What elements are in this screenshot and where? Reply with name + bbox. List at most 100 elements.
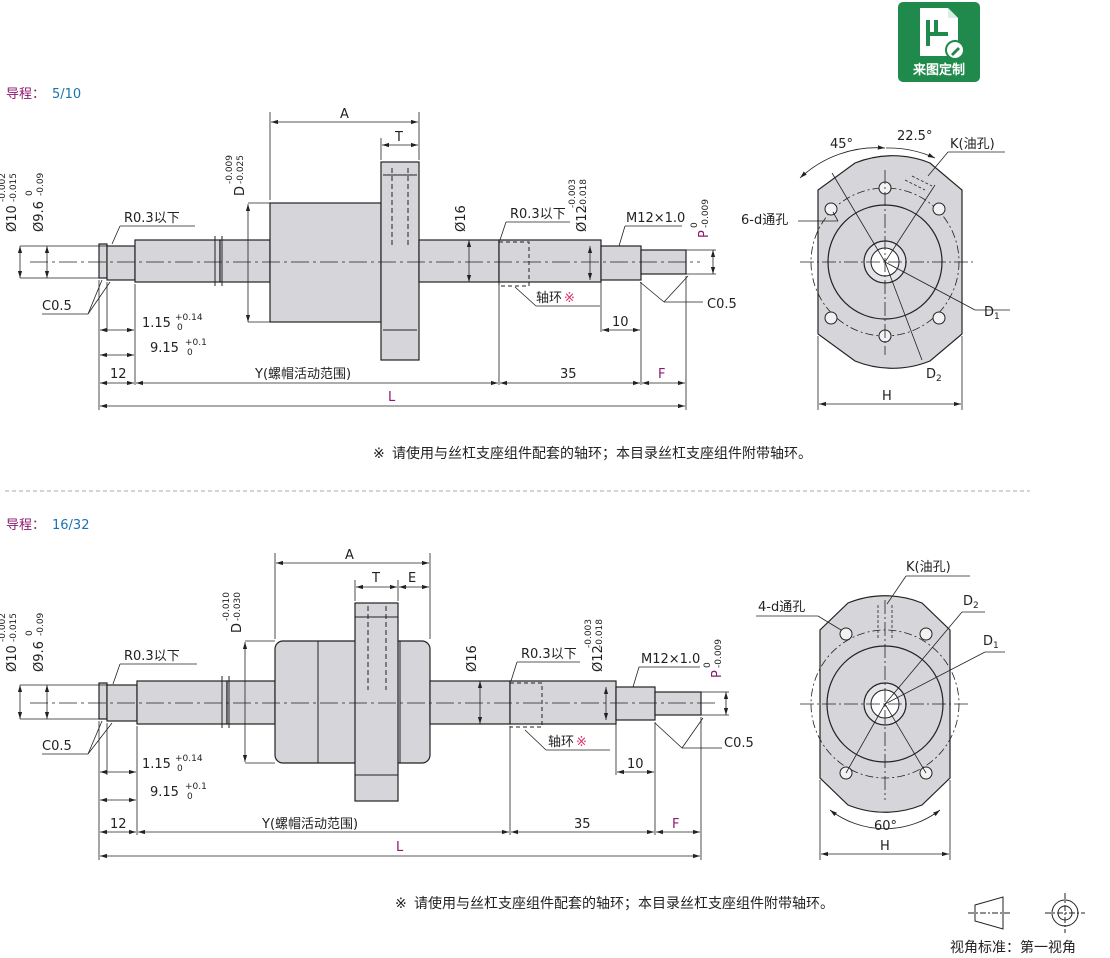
shaft-right — [498, 239, 602, 283]
projection-label: 视角标准：第一视角 — [950, 939, 1076, 956]
svg-text:-0.009: -0.009 — [714, 639, 724, 668]
svg-text:0: 0 — [187, 348, 193, 358]
label-D1: D1 — [983, 634, 999, 651]
dim-9-15: 9.15 — [150, 341, 179, 356]
dim-1-15: 1.15 — [142, 757, 171, 772]
svg-text:0: 0 — [177, 323, 183, 333]
svg-text:※: ※ — [564, 291, 575, 306]
svg-text:-0.015: -0.015 — [9, 613, 19, 642]
svg-text:0: 0 — [187, 792, 193, 802]
dim-r03-right: R0.3以下 — [510, 207, 566, 222]
dim-35: 35 — [560, 367, 577, 382]
side-view-2: K(油孔) 4-d通孔 D2 D1 60° H — [756, 560, 1005, 860]
lead-label-1: 导程： — [6, 87, 45, 102]
dim-D: D — [230, 623, 245, 633]
collar-label: 轴环 — [548, 735, 574, 750]
svg-text:0: 0 — [690, 222, 700, 228]
dim-L: L — [396, 840, 404, 855]
section-1: 导程： 5/10 — [0, 87, 1010, 462]
nut-flange — [380, 161, 420, 361]
svg-text:-0.003: -0.003 — [584, 619, 594, 648]
svg-text:+0.1: +0.1 — [185, 782, 207, 792]
dim-Y: Y(螺帽活动范围) — [254, 366, 351, 382]
dim-H: H — [880, 839, 890, 854]
svg-text:0: 0 — [703, 662, 713, 668]
custom-drawing-badge[interactable]: 来图定制 — [898, 2, 980, 82]
dim-P: P — [697, 230, 712, 238]
svg-text:0: 0 — [25, 630, 35, 636]
svg-text:+0.14: +0.14 — [175, 754, 203, 764]
svg-text:+0.1: +0.1 — [185, 338, 207, 348]
dim-d96: Ø9.6 — [32, 641, 47, 672]
angle-22-5: 22.5° — [897, 129, 932, 144]
custom-drawing-icon — [920, 8, 965, 60]
svg-text:-0.030: -0.030 — [233, 592, 243, 621]
svg-text:-0.09: -0.09 — [36, 612, 46, 636]
front-view-1 — [98, 161, 687, 361]
svg-text:※: ※ — [373, 446, 385, 462]
dim-d10: Ø10 — [5, 205, 20, 232]
shaft-end-small — [106, 245, 136, 281]
shaft-left-2 — [226, 680, 276, 725]
svg-text:-0.018: -0.018 — [595, 619, 605, 648]
shaft-mid — [418, 239, 500, 283]
angle-60: 60° — [874, 819, 897, 834]
shaft-left — [136, 680, 228, 725]
shaft-bearing — [600, 245, 642, 281]
oil-hole-K: K(油孔) — [950, 137, 995, 152]
dim-9-15: 9.15 — [150, 785, 179, 800]
dim-12: 12 — [110, 367, 127, 382]
nut-body — [274, 640, 431, 764]
label-D2: D2 — [963, 594, 979, 611]
dim-L: L — [388, 390, 396, 405]
svg-text:-0.015: -0.015 — [9, 173, 19, 202]
shaft-bearing — [615, 686, 656, 721]
dim-m12: M12×1.0 — [626, 211, 685, 226]
front-view-2 — [98, 602, 702, 802]
svg-text:0: 0 — [177, 764, 183, 774]
svg-text:-0.018: -0.018 — [579, 179, 589, 208]
dim-d16: Ø16 — [454, 205, 469, 232]
dim-F: F — [672, 817, 679, 832]
note-2: 请使用与丝杠支座组件配套的轴环；本目录丝杠支座组件附带轴环。 — [414, 895, 834, 912]
shaft-right — [509, 680, 617, 725]
shaft-left-2 — [219, 239, 271, 283]
dim-c05-left: C0.5 — [42, 739, 72, 754]
through-holes-4: 4-d通孔 — [758, 600, 805, 615]
svg-text:-0.002: -0.002 — [0, 173, 8, 202]
section-2: 导程： 16/32 — [0, 518, 1005, 912]
shaft-end-tip — [98, 682, 108, 720]
svg-text:-0.003: -0.003 — [568, 179, 578, 208]
lead-value-2: 16/32 — [52, 518, 89, 533]
dim-r03-left: R0.3以下 — [124, 211, 180, 226]
shaft-left — [134, 239, 221, 283]
dim-35: 35 — [574, 817, 591, 832]
dim-P: P — [710, 670, 725, 678]
dim-d16: Ø16 — [465, 645, 480, 672]
dim-T: T — [394, 130, 403, 145]
lead-label-2: 导程： — [6, 518, 45, 533]
through-holes-6: 6-d通孔 — [741, 213, 788, 228]
svg-text:-0.002: -0.002 — [0, 613, 8, 642]
dim-H: H — [882, 389, 892, 404]
label-D1: D1 — [984, 305, 1000, 322]
dim-10: 10 — [612, 315, 629, 330]
svg-text:-0.09: -0.09 — [36, 172, 46, 196]
dim-d10: Ø10 — [5, 645, 20, 672]
svg-text:※: ※ — [395, 896, 407, 912]
svg-text:-0.010: -0.010 — [222, 592, 232, 621]
dim-D: D — [233, 186, 248, 196]
dim-T: T — [371, 571, 380, 586]
nut-body — [269, 202, 382, 323]
side-view-1: 45° 22.5° K(油孔) 6-d通孔 D1 D2 H — [741, 129, 1010, 410]
dim-r03-right: R0.3以下 — [521, 647, 577, 662]
dim-m12: M12×1.0 — [641, 652, 700, 667]
collar-label: 轴环 — [536, 291, 562, 306]
badge-label: 来图定制 — [912, 63, 965, 78]
svg-text:-0.025: -0.025 — [236, 155, 246, 184]
dim-d12: Ø12 — [591, 645, 606, 672]
svg-text:-0.009: -0.009 — [225, 155, 235, 184]
dim-1-15: 1.15 — [142, 316, 171, 331]
dim-A: A — [345, 548, 354, 563]
